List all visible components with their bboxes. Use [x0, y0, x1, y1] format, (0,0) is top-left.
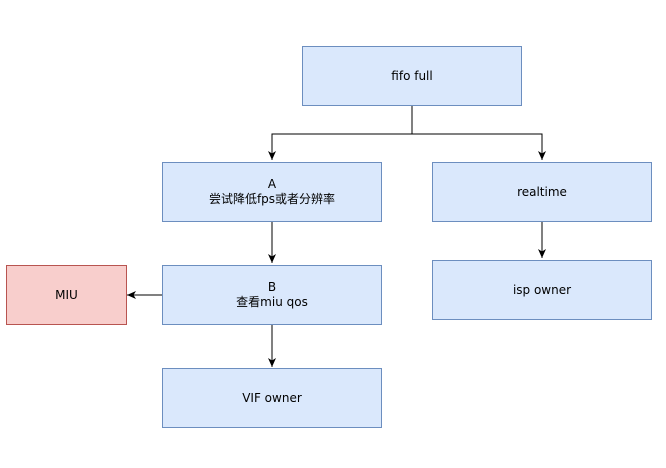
node-realtime[interactable]: realtime [432, 162, 652, 222]
node-label: B [267, 280, 277, 294]
node-label: 尝试降低fps或者分辨率 [208, 192, 336, 206]
node-a[interactable]: A 尝试降低fps或者分辨率 [162, 162, 382, 222]
node-label: MIU [55, 287, 78, 302]
node-vif-owner[interactable]: VIF owner [162, 368, 382, 428]
node-label: 查看miu qos [236, 295, 308, 309]
node-miu[interactable]: MIU [6, 265, 127, 325]
edge-fifo-to-realtime [412, 133, 546, 160]
node-isp-owner[interactable]: isp owner [432, 260, 652, 320]
node-label: VIF owner [242, 390, 302, 405]
node-label: fifo full [391, 68, 433, 83]
node-label: A [267, 177, 277, 191]
node-fifo-full[interactable]: fifo full [302, 46, 522, 106]
node-label: isp owner [512, 282, 572, 297]
node-b[interactable]: B 查看miu qos [162, 265, 382, 325]
edge-fifo-to-a [268, 106, 413, 160]
node-label: realtime [517, 184, 567, 199]
